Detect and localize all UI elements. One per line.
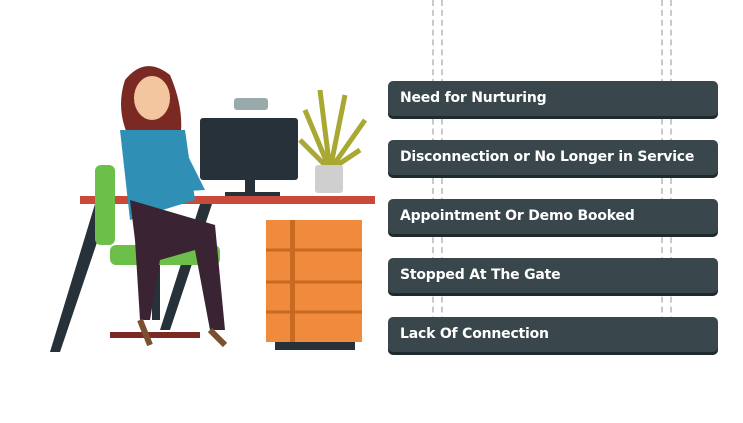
label-stopped-at-gate: Stopped At The Gate	[388, 258, 718, 293]
guide-line	[441, 0, 443, 352]
label-lack-of-connection: Lack Of Connection	[388, 317, 718, 352]
desk	[80, 196, 375, 204]
guide-line	[670, 0, 672, 352]
drawer-cabinet	[266, 220, 362, 350]
label-disconnection: Disconnection or No Longer in Service	[388, 140, 718, 175]
label-appointment-booked: Appointment Or Demo Booked	[388, 199, 718, 234]
plant-icon	[298, 89, 368, 193]
monitor-icon	[200, 98, 298, 197]
guide-line	[661, 0, 663, 352]
agent-person	[120, 66, 228, 348]
guide-line	[432, 0, 434, 352]
label-need-for-nurturing: Need for Nurturing	[388, 81, 718, 116]
